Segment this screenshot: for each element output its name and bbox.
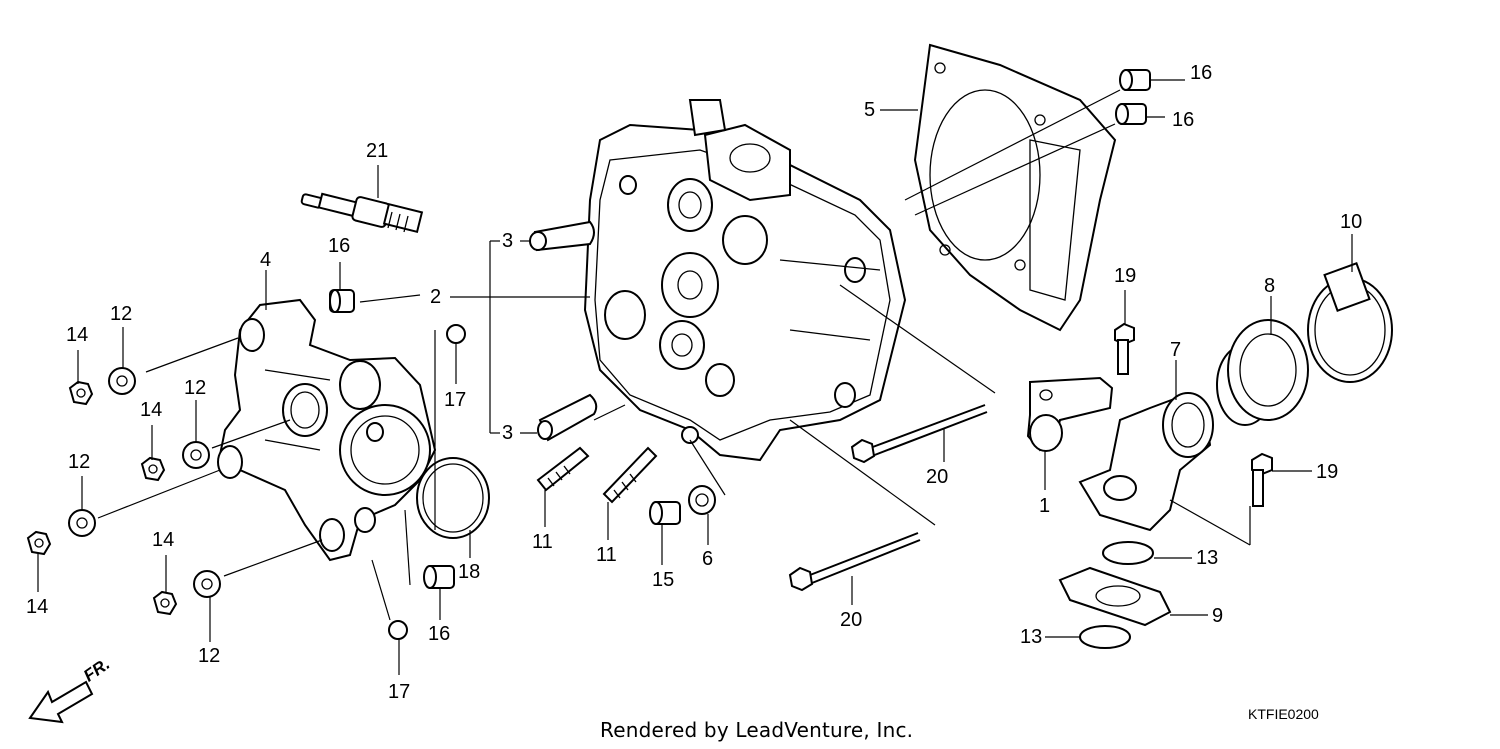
callout-16: 16 [1190, 62, 1213, 84]
callout-18: 18 [458, 561, 481, 583]
callout-8: 8 [1264, 275, 1276, 297]
valve-guide-3a [529, 220, 595, 252]
dowel-pin-16a [329, 289, 355, 313]
cylinder-head-gasket [913, 43, 1117, 332]
callout-19: 19 [1316, 461, 1339, 483]
dowel-pin-15 [649, 501, 681, 525]
valve-guide-3b [537, 393, 598, 442]
o-ring-13a [1102, 541, 1154, 565]
callout-20: 20 [926, 466, 949, 488]
leader-lines [37, 79, 1353, 675]
o-ring-13b [1079, 625, 1131, 649]
intake-pipe-7 [1078, 392, 1214, 532]
callout-14: 14 [140, 399, 163, 421]
clamp-bracket-1 [1026, 376, 1114, 452]
flange-bolt-20a [850, 404, 988, 464]
callout-12: 12 [110, 303, 133, 325]
callout-14: 14 [152, 529, 175, 551]
stud-bolt-11a [536, 446, 590, 492]
carburetor-insulator-8 [1216, 319, 1309, 426]
callout-12: 12 [184, 377, 207, 399]
callout-3: 3 [502, 230, 514, 252]
callout-9: 9 [1212, 605, 1224, 627]
callout-16: 16 [1172, 109, 1195, 131]
nut-14a [68, 380, 94, 406]
callout-2: 2 [430, 286, 442, 308]
callout-15: 15 [652, 569, 675, 591]
sealing-washer-6 [688, 485, 716, 515]
callout-16: 16 [428, 623, 451, 645]
callout-11: 11 [532, 531, 553, 553]
footer-credit: Rendered by LeadVenture, Inc. [600, 718, 914, 742]
nut-14c [26, 530, 52, 556]
flange-bolt-20b [788, 532, 921, 592]
bolt-19b [1251, 452, 1273, 507]
callout-11: 11 [596, 544, 617, 566]
snap-ring-18 [416, 457, 490, 539]
callout-19: 19 [1114, 265, 1137, 287]
callout-17: 17 [388, 681, 411, 703]
washer-12c [68, 509, 96, 537]
callout-20: 20 [840, 609, 863, 631]
callout-4: 4 [260, 249, 272, 271]
callout-7: 7 [1170, 339, 1182, 361]
washer-12d [193, 570, 221, 598]
front-arrow-icon [28, 680, 94, 724]
callout-12: 12 [198, 645, 221, 667]
dowel-pin-16b [423, 565, 455, 589]
callout-21: 21 [366, 140, 389, 162]
callout-6: 6 [702, 548, 714, 570]
cylinder-head-side-cover [217, 298, 437, 562]
diagram-code: KTFIE0200 [1248, 706, 1319, 722]
callout-10: 10 [1340, 211, 1363, 233]
callout-17: 17 [444, 389, 467, 411]
callout-16: 16 [328, 235, 351, 257]
spark-plug [300, 192, 424, 234]
nut-14b [140, 456, 166, 482]
washer-12b [182, 441, 210, 469]
callout-13: 13 [1196, 547, 1219, 569]
stud-bolt-11b [602, 446, 658, 504]
nut-14d [152, 590, 178, 616]
callout-3: 3 [502, 422, 514, 444]
dowel-pin-16c [1119, 69, 1151, 91]
bolt-19a [1114, 322, 1135, 375]
washer-12a [108, 367, 136, 395]
dowel-pin-16d [1115, 103, 1147, 125]
tube-band-10 [1307, 262, 1393, 383]
cylinder-head [583, 99, 907, 462]
callout-12: 12 [68, 451, 91, 473]
callout-13: 13 [1020, 626, 1043, 648]
callout-14: 14 [66, 324, 89, 346]
circlip-17b [388, 620, 408, 640]
callout-1: 1 [1039, 495, 1051, 517]
callout-5: 5 [864, 99, 876, 121]
callout-14: 14 [26, 596, 49, 618]
circlip-17a [446, 324, 466, 344]
insulator-gasket-9 [1058, 566, 1172, 627]
